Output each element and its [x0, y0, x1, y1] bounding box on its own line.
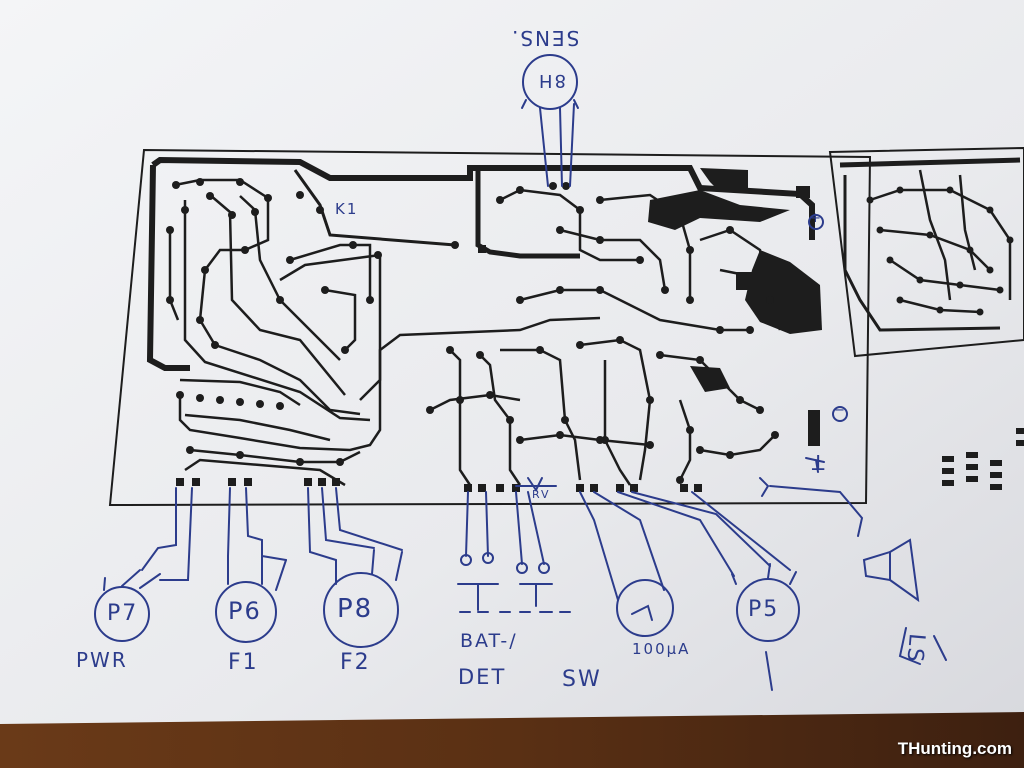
p8-label: P8: [337, 594, 374, 624]
printed-pads-right: [942, 428, 1024, 490]
p7-label: P7: [107, 601, 139, 626]
p5-label: P5: [748, 597, 780, 622]
p6-label: P6: [228, 597, 262, 625]
pcb-secondary-pads: [866, 186, 1014, 316]
sens-pot-label: 8H: [537, 70, 566, 91]
meter-label: 100µA: [632, 640, 691, 658]
bat-label: BAT-/: [460, 630, 518, 652]
ink-drawings: [94, 54, 947, 691]
minus-label: −: [834, 403, 847, 418]
det-label: DET: [458, 665, 507, 689]
pads: [166, 178, 779, 492]
copper-pours: [478, 168, 822, 446]
f2-label: F2: [340, 650, 371, 675]
rv-label: RV: [532, 488, 551, 501]
paper-sheet: [0, 0, 1024, 724]
ls-label: LS: [901, 632, 929, 665]
t-label: T: [810, 450, 825, 474]
sw-label: SW: [562, 667, 602, 692]
site-watermark: THunting.com: [897, 739, 1012, 758]
plus-label: +: [810, 211, 823, 226]
pcb-secondary: [828, 146, 1024, 358]
pwr-label: PWR: [76, 648, 128, 672]
pcb-main: [108, 148, 872, 507]
sens-label: SENS.: [510, 26, 580, 50]
k1-label: K1: [335, 200, 359, 218]
f1-label: F1: [228, 650, 259, 675]
